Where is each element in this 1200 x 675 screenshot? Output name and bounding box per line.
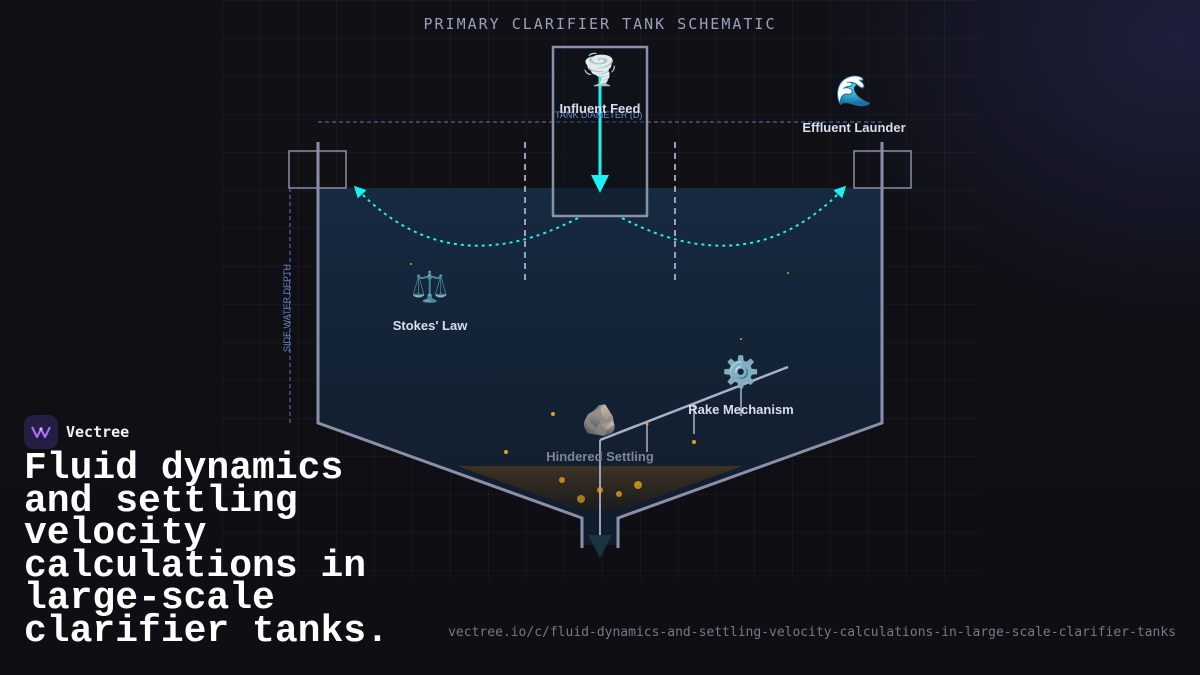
stokes-law-label: Stokes' Law	[392, 318, 468, 333]
vectree-logo-icon	[24, 415, 58, 449]
side-water-depth-label: SIDE WATER DEPTH	[282, 263, 292, 352]
launder-box-left	[288, 150, 347, 189]
gear-icon: ⚙️	[722, 355, 760, 390]
flow-path-right	[621, 185, 847, 247]
launder-box-right	[853, 150, 912, 189]
influent-feed-label: Influent Feed	[559, 101, 641, 116]
settling-particles	[410, 263, 789, 503]
brand-name: Vectree	[66, 423, 130, 441]
rake-mechanism-label: Rake Mechanism	[688, 402, 794, 417]
rake-arm	[599, 365, 789, 442]
tornado-icon: 🌪️	[581, 53, 619, 88]
rock-icon: 🪨	[581, 403, 619, 438]
tank-wall	[316, 142, 884, 548]
page-url: vectree.io/c/fluid-dynamics-and-settling…	[448, 625, 1176, 640]
hindered-settling-label: Hindered Settling	[546, 449, 654, 464]
diagram-title: PRIMARY CLARIFIER TANK SCHEMATIC	[423, 15, 777, 33]
sludge-outlet-arrow	[588, 535, 612, 558]
effluent-launder-label: Effluent Launder	[802, 120, 906, 135]
brand: Vectree	[24, 415, 129, 449]
headline: Fluid dynamics and settling velocity cal…	[24, 447, 389, 653]
tank-diameter-label: TANK DIAMETER (D)	[555, 110, 643, 120]
balance-scale-icon: ⚖️	[411, 270, 449, 305]
water-volume	[318, 188, 882, 545]
flow-path-left	[353, 185, 579, 247]
wave-icon: 🌊	[835, 74, 873, 109]
